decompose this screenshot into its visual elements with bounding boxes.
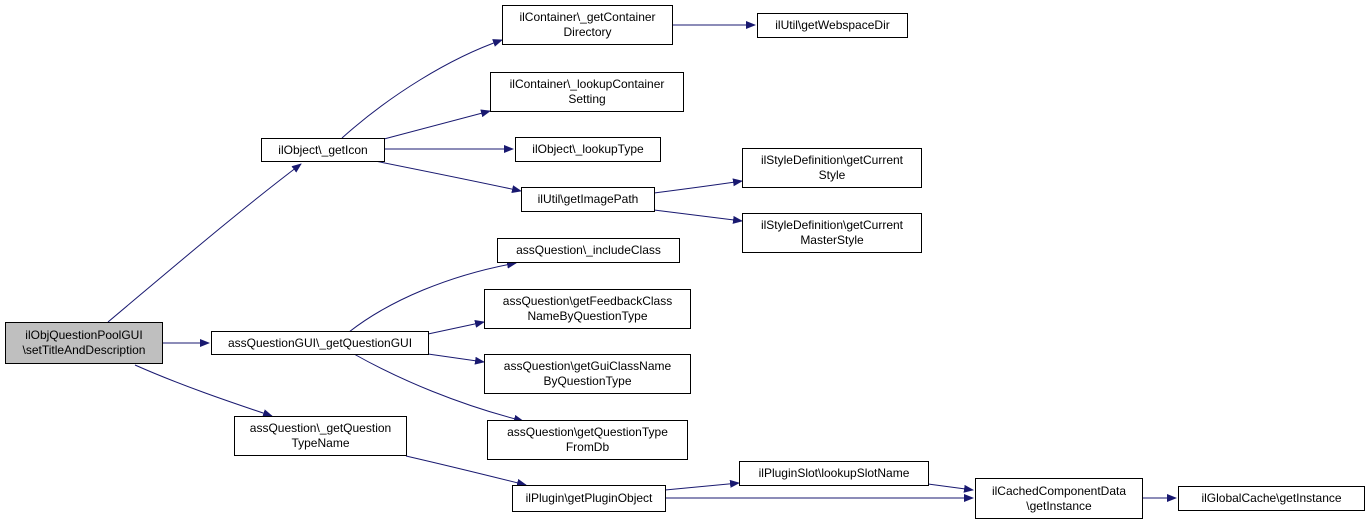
edge-getIcon-to-lookupContainerSetting xyxy=(383,109,491,140)
edge-getIcon-to-getImagePath xyxy=(369,159,522,194)
edge-lookupSlotName-to-cachedGetInstance xyxy=(927,483,974,493)
node-globalGetInstance[interactable]: ilGlobalCache\getInstance xyxy=(1178,486,1365,511)
node-lookupContainerSetting[interactable]: ilContainer\_lookupContainer Setting xyxy=(490,72,684,112)
node-getContainerDirectory[interactable]: ilContainer\_getContainer Directory xyxy=(502,5,673,45)
node-lookupType[interactable]: ilObject\_lookupType xyxy=(515,137,661,162)
node-getWebspaceDir[interactable]: ilUtil\getWebspaceDir xyxy=(757,13,908,38)
edge-getQuestionGUI-to-getFeedbackClassName xyxy=(427,319,485,335)
node-getQuestionTypeName[interactable]: assQuestion\_getQuestion TypeName xyxy=(234,416,407,456)
node-root-function: ilObjQuestionPoolGUI \setTitleAndDescrip… xyxy=(5,322,163,364)
edge-getImagePath-to-getCurrentStyle xyxy=(653,178,743,194)
edge-getQuestionGUI-to-getGuiClassName xyxy=(427,353,485,365)
edge-getImagePath-to-getCurrentMasterStyle xyxy=(653,209,743,224)
node-getIcon[interactable]: ilObject\_getIcon xyxy=(261,138,385,162)
edge-getQuestionTypeName-to-getPluginObject xyxy=(405,455,527,487)
node-getPluginObject[interactable]: ilPlugin\getPluginObject xyxy=(512,485,666,512)
edge-root-to-getIcon xyxy=(107,163,302,323)
node-lookupSlotName[interactable]: ilPluginSlot\lookupSlotName xyxy=(739,461,929,486)
node-cachedGetInstance[interactable]: ilCachedComponentData \getInstance xyxy=(975,478,1143,519)
node-getCurrentStyle[interactable]: ilStyleDefinition\getCurrent Style xyxy=(742,148,922,188)
node-getFeedbackClassName[interactable]: assQuestion\getFeedbackClass NameByQuest… xyxy=(484,289,691,329)
node-getQuestionTypeFromDb[interactable]: assQuestion\getQuestionType FromDb xyxy=(487,420,688,460)
edge-root-to-getQuestionTypeName xyxy=(134,364,273,417)
node-getGuiClassName[interactable]: assQuestion\getGuiClassName ByQuestionTy… xyxy=(484,354,691,394)
edge-getQuestionGUI-to-includeClass xyxy=(348,260,517,333)
edge-getQuestionGUI-to-getQuestionTypeFromDb xyxy=(353,353,524,423)
edge-getIcon-to-getContainerDirectory xyxy=(341,39,503,139)
node-getCurrentMasterStyle[interactable]: ilStyleDefinition\getCurrent MasterStyle xyxy=(742,213,922,253)
edge-getPluginObject-to-lookupSlotName xyxy=(664,479,740,491)
node-getQuestionGUI[interactable]: assQuestionGUI\_getQuestionGUI xyxy=(211,331,429,355)
node-getImagePath[interactable]: ilUtil\getImagePath xyxy=(521,187,655,212)
node-includeClass[interactable]: assQuestion\_includeClass xyxy=(497,238,680,263)
